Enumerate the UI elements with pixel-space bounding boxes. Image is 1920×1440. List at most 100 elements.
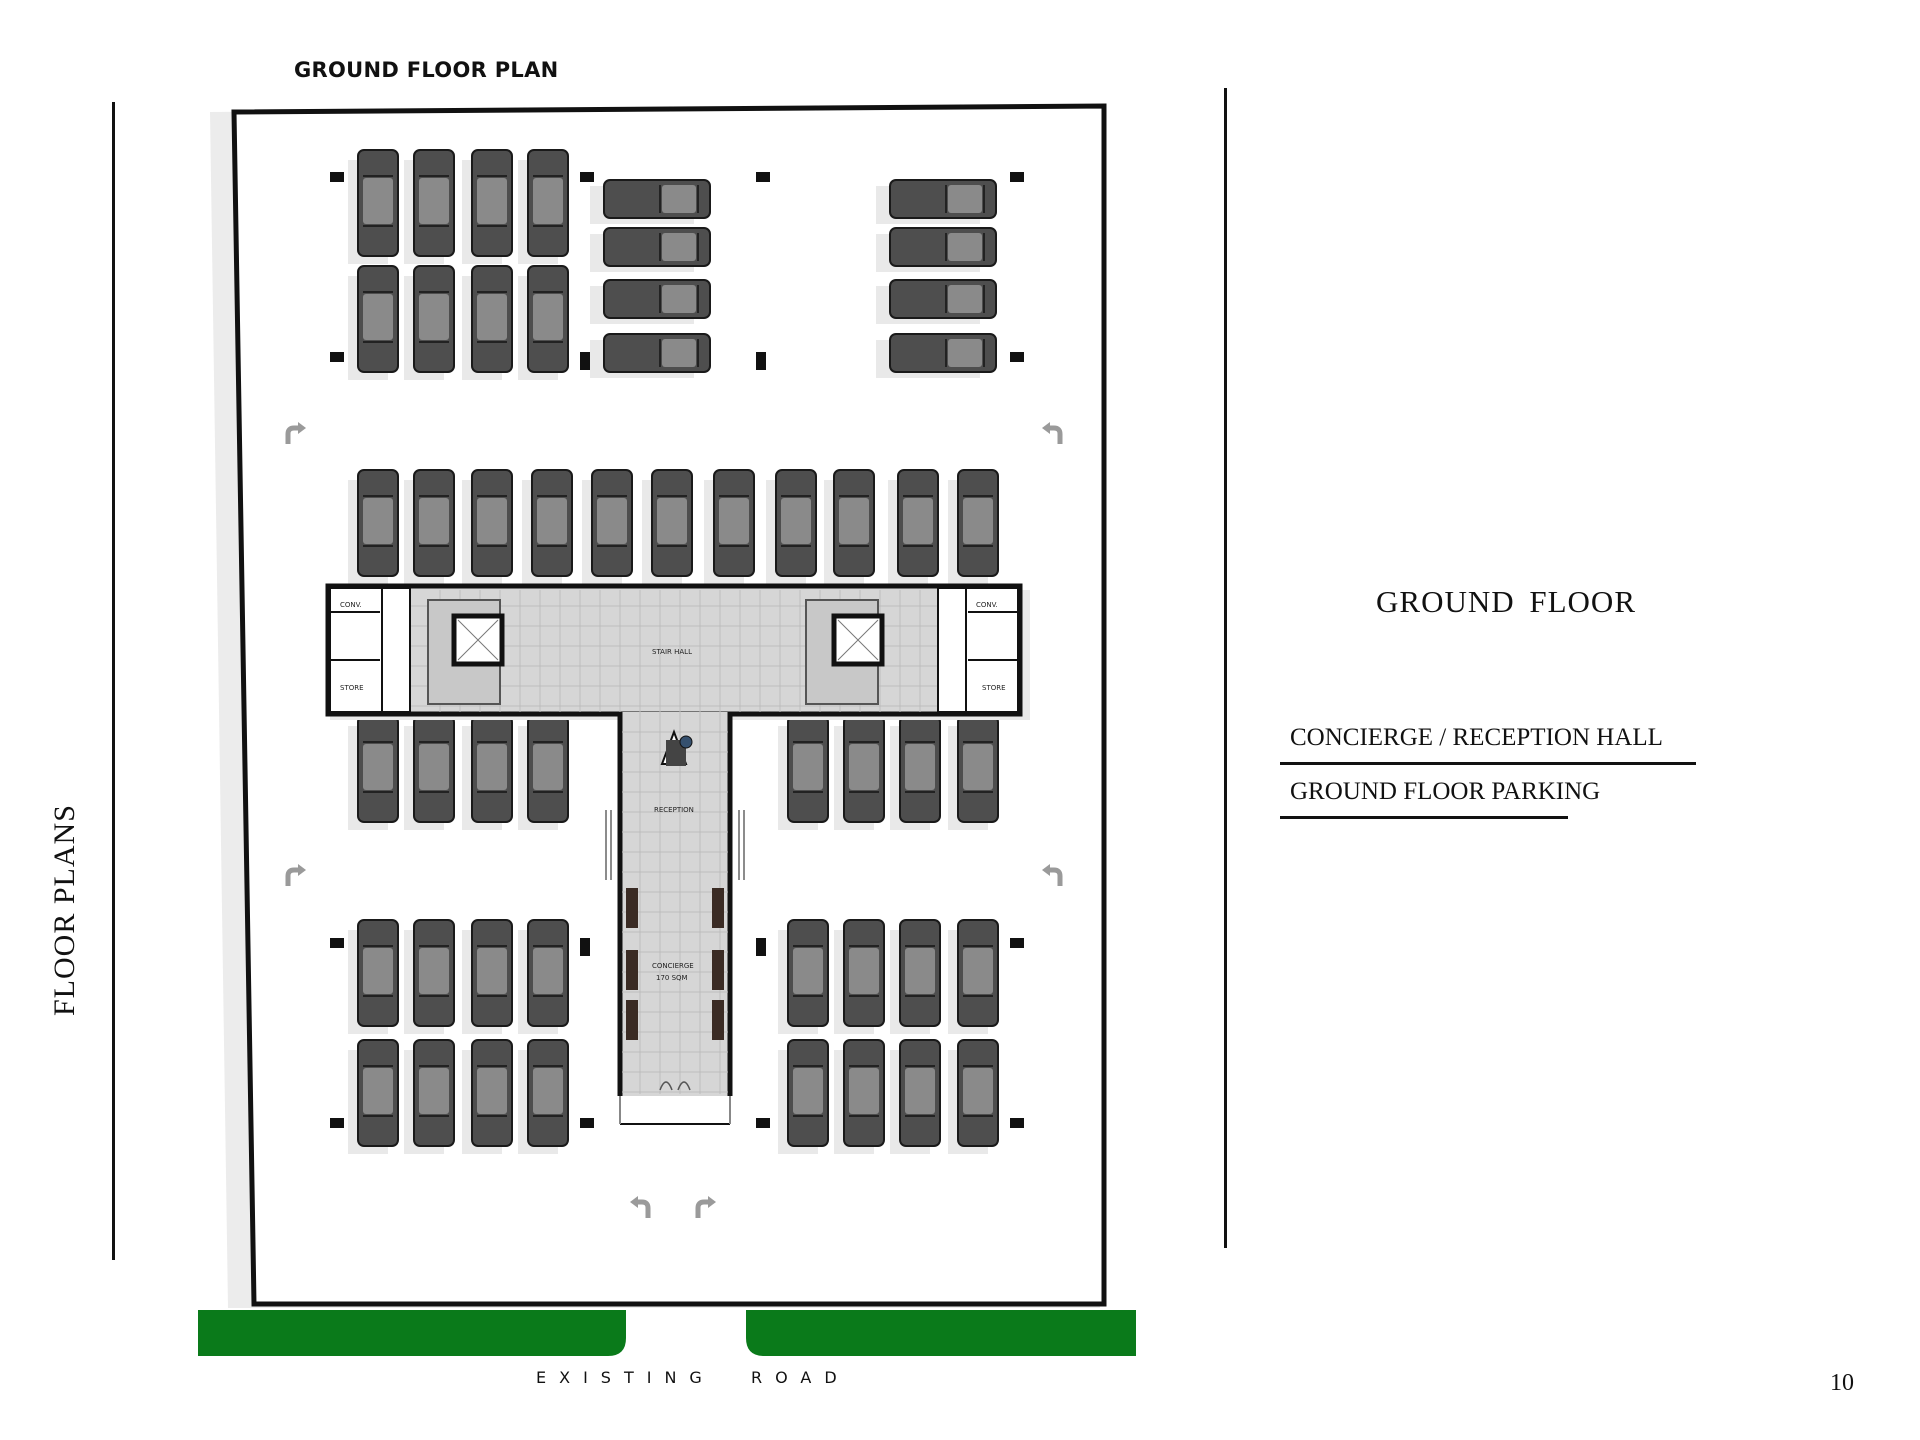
door-icon xyxy=(659,1081,691,1091)
turn-arrow-icon xyxy=(285,422,306,444)
car-icon xyxy=(404,1039,455,1154)
car-icon xyxy=(404,469,455,584)
car-icon xyxy=(348,469,399,584)
column-icon xyxy=(330,172,344,182)
car-icon xyxy=(876,179,997,224)
car-icon xyxy=(348,1039,399,1154)
car-icon xyxy=(348,715,399,830)
floor-heading: GROUND FLOOR xyxy=(1376,584,1636,619)
car-icon xyxy=(348,149,399,264)
store-label: STORE xyxy=(982,684,1006,692)
car-icon xyxy=(404,265,455,380)
turn-arrows xyxy=(285,422,1063,1218)
lawn-left xyxy=(198,1310,626,1356)
car-icon xyxy=(590,333,711,378)
bench xyxy=(626,950,638,990)
column-icon xyxy=(756,938,766,956)
lawn-strips xyxy=(198,1310,1136,1356)
car-icon xyxy=(834,1039,885,1154)
car-icon xyxy=(948,919,999,1034)
car-icon xyxy=(404,149,455,264)
car-icon xyxy=(522,469,573,584)
turn-arrow-icon xyxy=(285,864,306,886)
turn-arrow-icon xyxy=(630,1196,651,1218)
column-icon xyxy=(1010,172,1024,182)
conv-label: CONV. xyxy=(976,601,998,609)
car-icon xyxy=(834,919,885,1034)
conv-label: CONV. xyxy=(340,601,362,609)
column-icon xyxy=(580,938,590,956)
car-icon xyxy=(404,715,455,830)
legend-concierge-reception-hall: CONCIERGE / RECEPTION HALL xyxy=(1290,724,1663,751)
column-icon xyxy=(1010,352,1024,362)
left-service-rooms xyxy=(329,587,411,713)
car-icon xyxy=(582,469,633,584)
turn-arrow-icon xyxy=(1042,422,1063,444)
car-icon xyxy=(462,1039,513,1154)
car-icon xyxy=(404,919,455,1034)
bench xyxy=(626,888,638,928)
core-building: CONV. STORE CONV. STORE STAIR HALL RECEP… xyxy=(325,583,1030,1125)
bench xyxy=(712,888,724,928)
car-icon xyxy=(824,469,875,584)
car-icon xyxy=(890,1039,941,1154)
car-icon xyxy=(890,715,941,830)
car-icon xyxy=(766,469,817,584)
store-label: STORE xyxy=(340,684,364,692)
bench xyxy=(712,1000,724,1040)
columns-layer xyxy=(330,172,1024,1128)
column-icon xyxy=(330,938,344,948)
parking-layer xyxy=(348,149,999,1154)
car-icon xyxy=(948,715,999,830)
car-icon xyxy=(518,265,569,380)
column-icon xyxy=(330,1118,344,1128)
core-walls xyxy=(617,712,733,1096)
car-icon xyxy=(778,715,829,830)
car-icon xyxy=(348,265,399,380)
column-icon xyxy=(580,1118,594,1128)
car-icon xyxy=(462,919,513,1034)
column-icon xyxy=(756,1118,770,1128)
turn-arrow-icon xyxy=(1042,864,1063,886)
car-icon xyxy=(462,265,513,380)
car-icon xyxy=(778,1039,829,1154)
column-icon xyxy=(1010,1118,1024,1128)
car-icon xyxy=(590,279,711,324)
car-icon xyxy=(462,149,513,264)
car-icon xyxy=(778,919,829,1034)
legend-underline xyxy=(1280,762,1696,765)
column-icon xyxy=(756,352,766,370)
entrance-line xyxy=(619,1096,731,1124)
concierge-area-label: 170 SQM xyxy=(656,974,688,982)
car-icon xyxy=(948,469,999,584)
car-icon xyxy=(462,469,513,584)
column-icon xyxy=(330,352,344,362)
column-icon xyxy=(580,352,590,370)
right-service-rooms xyxy=(937,587,1019,713)
car-icon xyxy=(888,469,939,584)
elevator-icon xyxy=(451,613,505,667)
plan-title: GROUND FLOOR PLAN xyxy=(294,58,559,82)
bench xyxy=(712,950,724,990)
car-icon xyxy=(876,227,997,272)
elevator-icon xyxy=(831,613,885,667)
page-number: 10 xyxy=(1830,1370,1854,1396)
car-icon xyxy=(348,919,399,1034)
column-icon xyxy=(756,172,770,182)
car-icon xyxy=(462,715,513,830)
bench xyxy=(626,1000,638,1040)
reception-label: RECEPTION xyxy=(654,806,694,814)
car-icon xyxy=(518,149,569,264)
car-icon xyxy=(876,279,997,324)
car-icon xyxy=(518,919,569,1034)
right-border-line xyxy=(1224,88,1227,1248)
lawn-right xyxy=(746,1310,1136,1356)
car-icon xyxy=(642,469,693,584)
stair-hall-label: STAIR HALL xyxy=(652,648,692,656)
car-icon xyxy=(876,333,997,378)
car-icon xyxy=(834,715,885,830)
car-icon xyxy=(704,469,755,584)
column-icon xyxy=(580,172,594,182)
left-border-line xyxy=(112,102,115,1260)
